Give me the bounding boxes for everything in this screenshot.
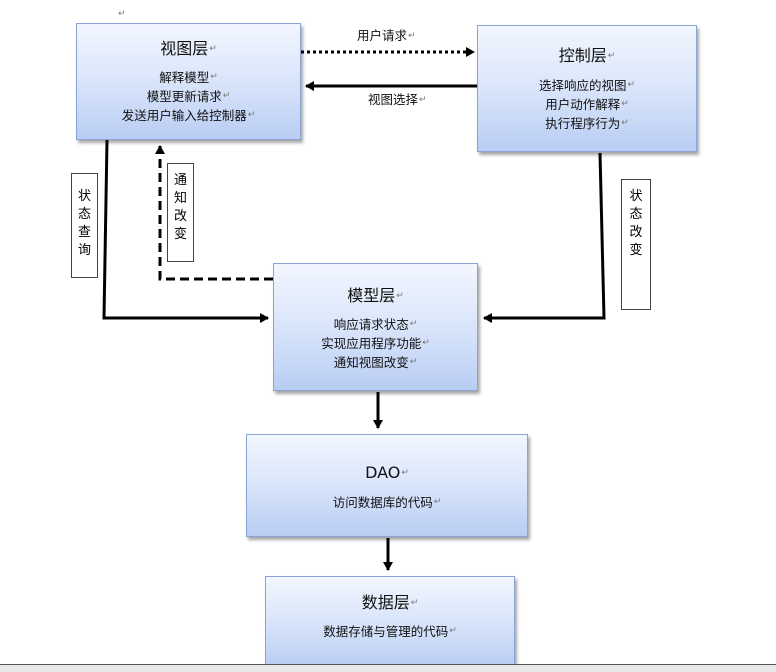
page-bottom-rule [0, 664, 776, 665]
paragraph-mark: ↵ [401, 468, 409, 478]
paragraph-mark: ↵ [621, 99, 629, 109]
dao-layer-title: DAO↵ [365, 463, 409, 482]
controller-layer-box: 控制层↵ 选择响应的视图↵ 用户动作解释↵ 执行程序行为↵ [477, 25, 697, 152]
paragraph-mark: ↵ [433, 497, 442, 507]
state-change-label-box: 状 态 改 变 [621, 179, 651, 310]
paragraph-mark: ↵ [409, 357, 418, 367]
view-layer-title: 视图层↵ [160, 39, 217, 58]
state-query-label: 状 态 查 询 [77, 189, 91, 258]
paragraph-mark: ↵ [422, 338, 430, 348]
dao-layer-line: 访问数据库的代码↵ [332, 495, 442, 510]
model-layer-title: 模型层↵ [347, 286, 404, 305]
paragraph-mark: ↵ [607, 51, 616, 61]
paragraph-mark: ↵ [118, 9, 126, 19]
view-layer-line: 解释模型↵ [159, 70, 218, 85]
page-bottom-band [0, 665, 776, 672]
view-layer-box: 视图层↵ 解释模型↵ 模型更新请求↵ 发送用户输入给控制器↵ [76, 23, 301, 140]
paragraph-mark: ↵ [222, 91, 231, 101]
state-change-label: 状 态 改 变 [629, 189, 643, 258]
state-change-arrow [483, 152, 606, 323]
view-layer-line: 模型更新请求↵ [146, 89, 231, 104]
data-layer-title: 数据层↵ [361, 593, 419, 612]
paragraph-mark: ↵ [210, 72, 218, 82]
user-request-label: 用户请求↵ [357, 28, 416, 43]
paragraph-mark: ↵ [410, 598, 419, 608]
state-query-label-box: 状 态 查 询 [71, 173, 98, 278]
notify-change-label-box: 通 知 改 变 [167, 163, 194, 262]
paragraph-mark: ↵ [627, 80, 636, 90]
controller-layer-line: 执行程序行为↵ [545, 116, 629, 131]
paragraph-mark: ↵ [396, 291, 404, 301]
notify-change-arrow [155, 145, 273, 281]
paragraph-mark: ↵ [408, 31, 416, 41]
model-layer-box: 模型层↵ 响应请求状态↵ 实现应用程序功能↵ 通知视图改变↵ [273, 263, 478, 391]
paragraph-mark: ↵ [409, 319, 418, 329]
model-layer-line: 响应请求状态↵ [333, 317, 418, 332]
model-layer-line: 实现应用程序功能↵ [321, 336, 430, 351]
paragraph-mark: ↵ [621, 118, 629, 128]
dao-layer-box: DAO↵ 访问数据库的代码↵ [246, 434, 528, 537]
controller-layer-line: 选择响应的视图↵ [538, 78, 636, 93]
paragraph-mark: ↵ [209, 44, 217, 54]
view-select-label: 视图选择↵ [368, 92, 427, 107]
view-layer-line: 发送用户输入给控制器↵ [121, 108, 256, 123]
notify-change-label: 通 知 改 变 [173, 173, 187, 242]
controller-layer-line: 用户动作解释↵ [545, 97, 629, 112]
state-query-arrow [102, 139, 269, 323]
paragraph-mark: ↵ [247, 110, 256, 120]
controller-layer-title: 控制层↵ [558, 46, 616, 65]
model-layer-line: 通知视图改变↵ [333, 355, 418, 370]
paragraph-mark: ↵ [419, 95, 427, 105]
data-layer-box: 数据层↵ 数据存储与管理的代码↵ [265, 576, 515, 668]
data-layer-line: 数据存储与管理的代码↵ [323, 624, 457, 639]
paragraph-mark: ↵ [449, 626, 457, 636]
